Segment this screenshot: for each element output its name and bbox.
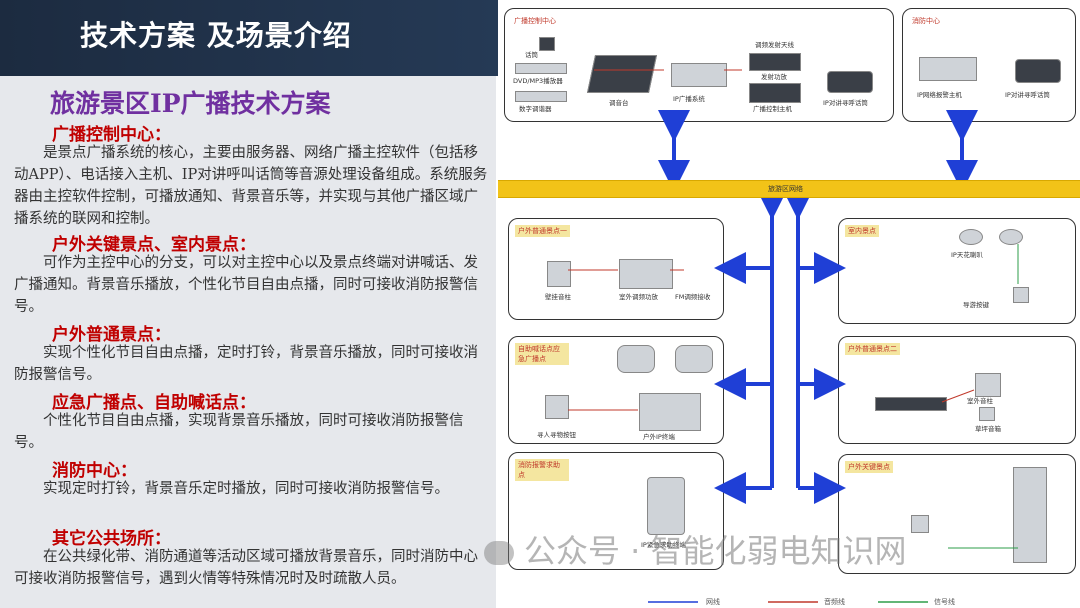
ceiling-speaker-icon — [999, 229, 1023, 245]
wechat-icon — [484, 541, 514, 565]
device-label: 数字调谐器 — [519, 105, 552, 113]
device-label: 广播控制主机 — [753, 105, 792, 113]
device-label: 发射功放 — [761, 73, 787, 81]
box-tag: 消防中心 — [912, 17, 940, 25]
box-tag: 室内景点 — [845, 225, 879, 237]
section-body: 实现定时打铃，背景音乐定时播放，同时可接收消防报警信号。 — [43, 481, 449, 497]
panel-title: 旅游景区IP广播技术方案 — [50, 89, 331, 118]
device-label: IP广播系统 — [673, 95, 705, 103]
device-label: IP网络报警主机 — [917, 91, 962, 99]
device-label: 话筒 — [525, 51, 538, 59]
section-body: 实现个性化节目自由点播，定时打铃，背景音乐播放，同时可接收消防报警信号。 — [14, 345, 478, 383]
bus-label: 旅游区网络 — [768, 185, 803, 193]
guide-button-icon — [1013, 287, 1029, 303]
device-label: 壁挂音柱 — [545, 293, 571, 301]
device-label: 室外音柱 — [967, 397, 993, 405]
lawn-speaker-icon — [979, 407, 995, 421]
tower-speaker-icon — [1013, 467, 1047, 563]
device-label: IP天花喇叭 — [951, 251, 983, 259]
device-label: 调音台 — [609, 99, 629, 107]
indoor-point-box: 室内景点 IP天花喇叭 导游按键 — [838, 218, 1076, 324]
tuner-icon — [515, 91, 567, 102]
device-label: 户外IP终端 — [643, 433, 675, 441]
watermark: 公众号 · 智能化弱电知识网 — [484, 526, 907, 572]
section-body: 可作为主控中心的分支，可以对主控中心以及景点终端对讲喊话、发广播通知。背景音乐播… — [14, 255, 478, 315]
device-label: IP对讲寻呼话筒 — [823, 99, 868, 107]
fm-amp-icon — [749, 53, 801, 71]
text-panel: 旅游景区IP广播技术方案 广播控制中心： 是景点广播系统的核心，主要由服务器、网… — [0, 76, 496, 608]
ip-terminal-icon — [639, 393, 701, 431]
device-label: 导游按键 — [963, 301, 989, 309]
column-speaker-icon — [975, 373, 1001, 397]
help-point-box: 消防报警求助点 IP紧急求助终端 — [508, 452, 724, 570]
ceiling-speaker-icon — [959, 229, 983, 245]
legend-label: 网线 — [706, 598, 720, 606]
find-button-icon — [545, 395, 569, 419]
device-label: 草坪音箱 — [975, 425, 1001, 433]
emergency-point-box: 自助喊话点应急广播点 寻人寻物按钮 户外IP终端 — [508, 336, 724, 444]
network-bus: 旅游区网络 — [498, 180, 1080, 198]
outdoor-key-box: 户外关键景点 — [838, 454, 1076, 574]
dvd-player-icon — [515, 63, 567, 74]
system-diagram: 广播控制中心 话筒 DVD/MP3播放器 数字调谐器 调音台 IP广播系统 调频… — [498, 0, 1080, 608]
section-heading: 消防中心： — [52, 461, 137, 481]
section-heading: 广播控制中心： — [52, 125, 171, 145]
device-label: FM调频接收 — [675, 293, 711, 301]
box-tag: 户外关键景点 — [845, 461, 893, 473]
fire-center-box: 消防中心 IP网络报警主机 IP对讲寻呼话筒 — [902, 8, 1076, 122]
horn-speaker-icon — [617, 345, 655, 373]
section-body: 个性化节目自由点播，实现背景音乐播放，同时可接收消防报警信号。 — [14, 413, 464, 451]
section-heading: 户外普通景点： — [52, 325, 171, 345]
control-host-icon — [749, 83, 801, 103]
section-heading: 其它公共场所： — [52, 529, 171, 549]
device-label: 调频发射天线 — [755, 41, 794, 49]
box-tag: 消防报警求助点 — [515, 459, 569, 481]
watermark-text: 公众号 · 智能化弱电知识网 — [524, 532, 907, 570]
box-tag: 自助喊话点应急广播点 — [515, 343, 569, 365]
box-tag: 户外普通景点二 — [845, 343, 900, 355]
microphone-icon — [539, 37, 555, 51]
control-center-box: 广播控制中心 话筒 DVD/MP3播放器 数字调谐器 调音台 IP广播系统 调频… — [504, 8, 894, 122]
paging-mic-icon — [827, 71, 873, 93]
device-label: IP紧急求助终端 — [641, 541, 686, 549]
device-label: IP对讲寻呼话筒 — [1005, 91, 1050, 99]
box-tag: 广播控制中心 — [514, 17, 556, 25]
ip-server-icon — [671, 63, 727, 87]
box-tag: 户外普通景点一 — [515, 225, 570, 237]
legend-label: 信号线 — [934, 598, 955, 606]
help-terminal-icon — [647, 477, 685, 535]
key-button-icon — [911, 515, 929, 533]
outdoor-point-1-box: 户外普通景点一 壁挂音柱 室外调频功放 FM调频接收 — [508, 218, 724, 320]
section-body: 在公共绿化带、消防通道等活动区域可播放背景音乐，同时消防中心可接收消防报警信号，… — [14, 549, 478, 587]
outdoor-point-2-box: 户外普通景点二 室外音柱 草坪音箱 — [838, 336, 1076, 444]
diagram-arrows — [568, 69, 1019, 603]
legend-label: 音频线 — [824, 598, 845, 606]
audio-wire — [941, 389, 975, 403]
section-heading: 应急广播点、自助喊话点： — [52, 393, 256, 413]
device-label: 室外调频功放 — [619, 293, 658, 301]
column-speaker-icon — [547, 261, 571, 287]
paging-mic-icon — [1015, 59, 1061, 83]
alarm-host-icon — [919, 57, 977, 81]
device-label: 寻人寻物按钮 — [537, 431, 576, 439]
slide-title: 技术方案 及场景介绍 — [80, 19, 352, 52]
device-label: DVD/MP3播放器 — [513, 77, 563, 85]
amplifier-icon — [875, 397, 947, 411]
section-heading: 户外关键景点、室内景点： — [52, 235, 256, 255]
section-body: 是景点广播系统的核心，主要由服务器、网络广播主控软件（包括移动APP）、电话接入… — [14, 145, 488, 227]
horn-speaker-icon — [675, 345, 713, 373]
outdoor-amp-icon — [619, 259, 673, 289]
